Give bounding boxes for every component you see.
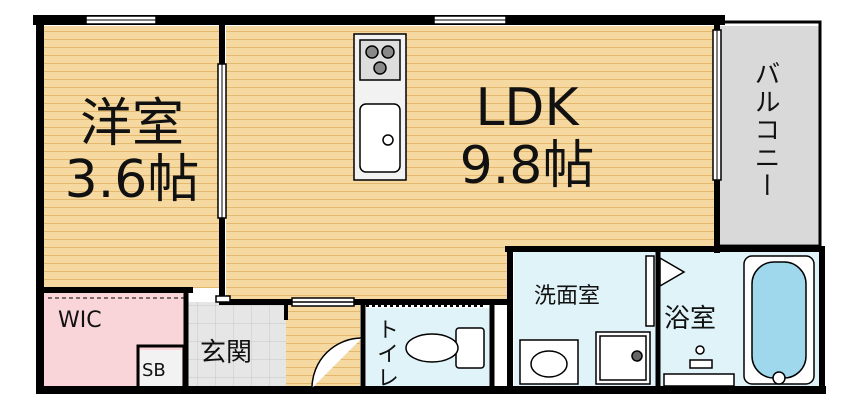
entrance-floor [186,302,286,386]
washing-machine-icon [595,331,651,385]
washbasin-icon [519,339,579,385]
entrance-name: 玄関 [200,338,253,368]
bathtub-icon [743,255,815,385]
toilet-name: トイレ [373,318,398,390]
ldk-floor [226,26,714,248]
sb-floor [140,350,182,386]
western-room-floor [44,26,220,288]
washroom-name: 洗面室 [534,284,601,309]
ldk-lower-floor [226,248,508,302]
western-room-name: 洋室 [79,94,184,154]
sink-icon [359,103,401,173]
doors [215,255,686,389]
sb-name: SB [142,360,166,381]
kitchen-counter [353,33,407,181]
windows [85,15,722,219]
ldk-size: 9.8帖 [459,136,595,196]
wic-name: WIC [58,308,102,333]
toilet-icon [405,327,485,369]
balcony-name: バルコニー [750,60,780,200]
western-room-size: 3.6帖 [64,150,200,210]
balcony-floor [720,26,820,244]
bathroom-name: 浴室 [664,304,717,334]
shower-icon [663,345,735,387]
ldk-name: LDK [475,78,579,138]
